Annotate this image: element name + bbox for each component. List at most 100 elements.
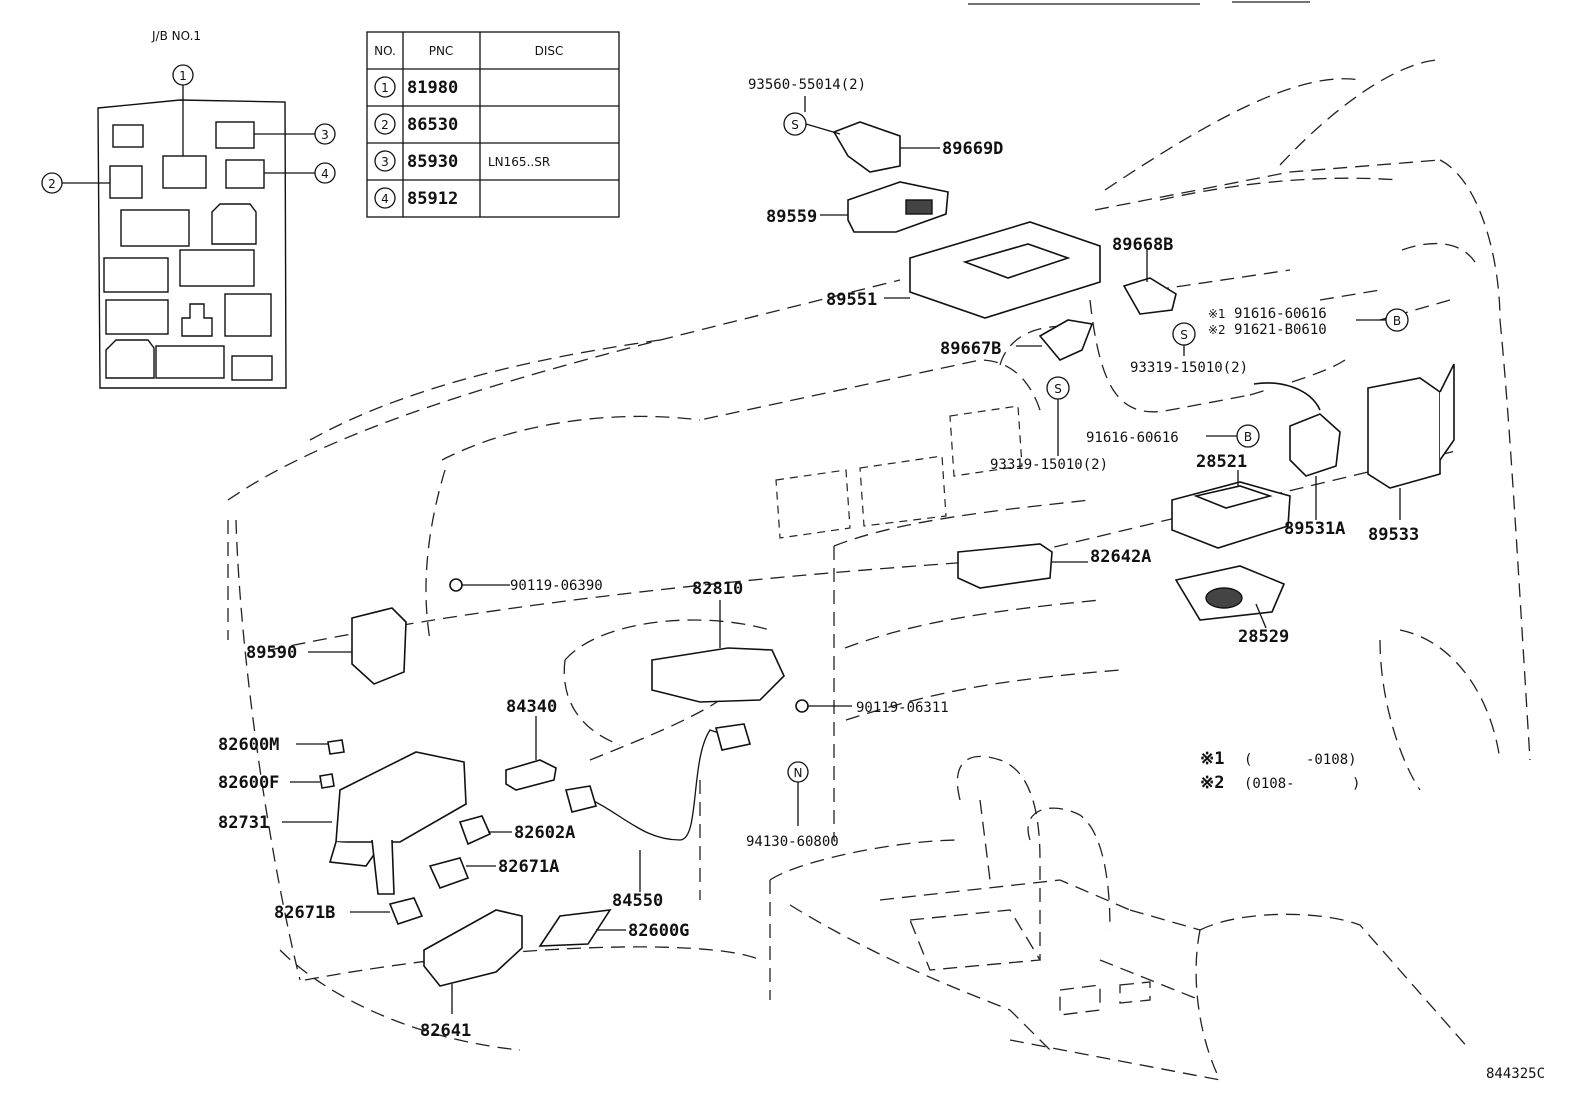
note-2-range: (0108-	[1244, 776, 1295, 792]
jb-relay-slot	[211, 203, 257, 245]
bracket-hole	[1205, 587, 1243, 609]
jb-slot	[155, 345, 225, 379]
table-row-pnc: 81980	[407, 78, 458, 98]
label-91616-60616-a: 91616-60616	[1234, 306, 1327, 322]
label-82642A: 82642A	[1090, 547, 1151, 567]
label-89590: 89590	[246, 643, 297, 663]
part-82642A	[957, 543, 1053, 589]
ecu-label-plate	[962, 243, 1071, 279]
label-82810: 82810	[692, 579, 743, 599]
jb-slot	[120, 209, 190, 247]
jb-slot	[112, 124, 144, 148]
symbol-b: B	[1244, 430, 1252, 444]
label-82731: 82731	[218, 813, 269, 833]
label-89533: 89533	[1368, 525, 1419, 545]
bolt-90119-06390	[449, 578, 463, 592]
jb-slot	[224, 293, 272, 337]
table-row-pnc: 85912	[407, 189, 458, 209]
jb-slot-2	[109, 165, 143, 199]
label-82671B: 82671B	[274, 903, 335, 923]
part-82810	[651, 647, 785, 703]
label-89667B: 89667B	[940, 339, 1001, 359]
relay-bracket	[1253, 382, 1321, 411]
callout-2-label: 2	[48, 177, 56, 191]
harness-plug	[564, 785, 598, 813]
note-1-open: (	[1244, 752, 1252, 768]
note-mark-1: ※1	[1208, 307, 1226, 321]
part-89590	[351, 607, 407, 685]
note-2-mark: ※2	[1200, 773, 1224, 793]
callout-2	[41, 172, 63, 194]
part-89559	[847, 181, 949, 233]
jb-slot	[231, 355, 273, 381]
callout-3	[314, 123, 336, 145]
jb-slot	[105, 339, 155, 379]
table-header-disc: DISC	[535, 44, 564, 58]
parts: N	[282, 121, 1455, 1014]
part-labels: 93560-55014(2) 89669D 89559 89551 89668B…	[218, 77, 1419, 1041]
jb-slot	[215, 121, 255, 149]
jb-slot	[179, 249, 255, 287]
table-row-no: 2	[381, 118, 389, 132]
label-93319-15010-a: 93319-15010(2)	[1130, 360, 1248, 376]
harness-plug	[714, 723, 752, 751]
figure-code: 844325C	[1486, 1066, 1545, 1082]
table-row-pnc: 85930	[407, 152, 458, 172]
fastener-symbols: S S S B B	[783, 96, 1409, 456]
symbol-s: S	[791, 118, 799, 132]
label-28529: 28529	[1238, 627, 1289, 647]
label-84550: 84550	[612, 891, 663, 911]
label-89531A: 89531A	[1284, 519, 1345, 539]
jb-slot	[181, 303, 213, 337]
symbol-n: N	[794, 766, 803, 780]
label-89668B: 89668B	[1112, 235, 1173, 255]
table-row-no: 3	[381, 155, 389, 169]
date-range-notes: ※1 ( -0108) ※2 (0108- )	[1200, 749, 1360, 793]
part-84550	[579, 729, 741, 841]
jb-slot-1	[162, 155, 207, 189]
table-header-no: NO.	[374, 44, 396, 58]
relay-foot	[371, 839, 395, 895]
label-91616-60616-b: 91616-60616	[1086, 430, 1179, 446]
table-row-no: 4	[381, 192, 389, 206]
symbol-s: S	[1054, 382, 1062, 396]
label-82641: 82641	[420, 1021, 471, 1041]
part-82671B	[388, 897, 424, 925]
symbol-s: S	[1180, 328, 1188, 342]
callout-4-label: 4	[321, 167, 329, 181]
note-2-close: )	[1352, 776, 1360, 792]
table-header-pnc: PNC	[429, 44, 454, 58]
part-89669D	[832, 121, 901, 173]
part-82731	[335, 751, 467, 843]
label-82600G: 82600G	[628, 921, 689, 941]
label-93560-55014: 93560-55014(2)	[748, 77, 866, 93]
table-row-no: 1	[381, 81, 389, 95]
note-mark-2: ※2	[1208, 323, 1226, 337]
junction-block-title: J/B NO.1	[151, 29, 201, 43]
part-82641	[423, 909, 523, 987]
label-94130-60800: 94130-60800	[746, 834, 839, 850]
part-82602A	[458, 815, 492, 846]
callout-4	[314, 162, 336, 184]
label-84340: 84340	[506, 697, 557, 717]
label-28521: 28521	[1196, 452, 1247, 472]
part-82600F	[319, 773, 335, 789]
callout-3-label: 3	[321, 128, 329, 142]
label-89669D: 89669D	[942, 139, 1003, 159]
label-89551: 89551	[826, 290, 877, 310]
part-82600M	[327, 739, 345, 755]
junction-block: J/B NO.1 1 2 3 4	[41, 29, 336, 389]
callout-1-label: 1	[179, 69, 187, 83]
label-93319-15010-b: 93319-15010(2)	[990, 457, 1108, 473]
table-row-pnc: 86530	[407, 115, 458, 135]
part-84340	[505, 759, 557, 791]
part-89668B	[1122, 277, 1177, 315]
label-90119-06311: 90119-06311	[856, 700, 949, 716]
symbol-b: B	[1393, 314, 1401, 328]
jb-slot	[105, 299, 169, 335]
note-1-range: -0108)	[1306, 752, 1357, 768]
note-1-mark: ※1	[1200, 749, 1224, 769]
label-89559: 89559	[766, 207, 817, 227]
